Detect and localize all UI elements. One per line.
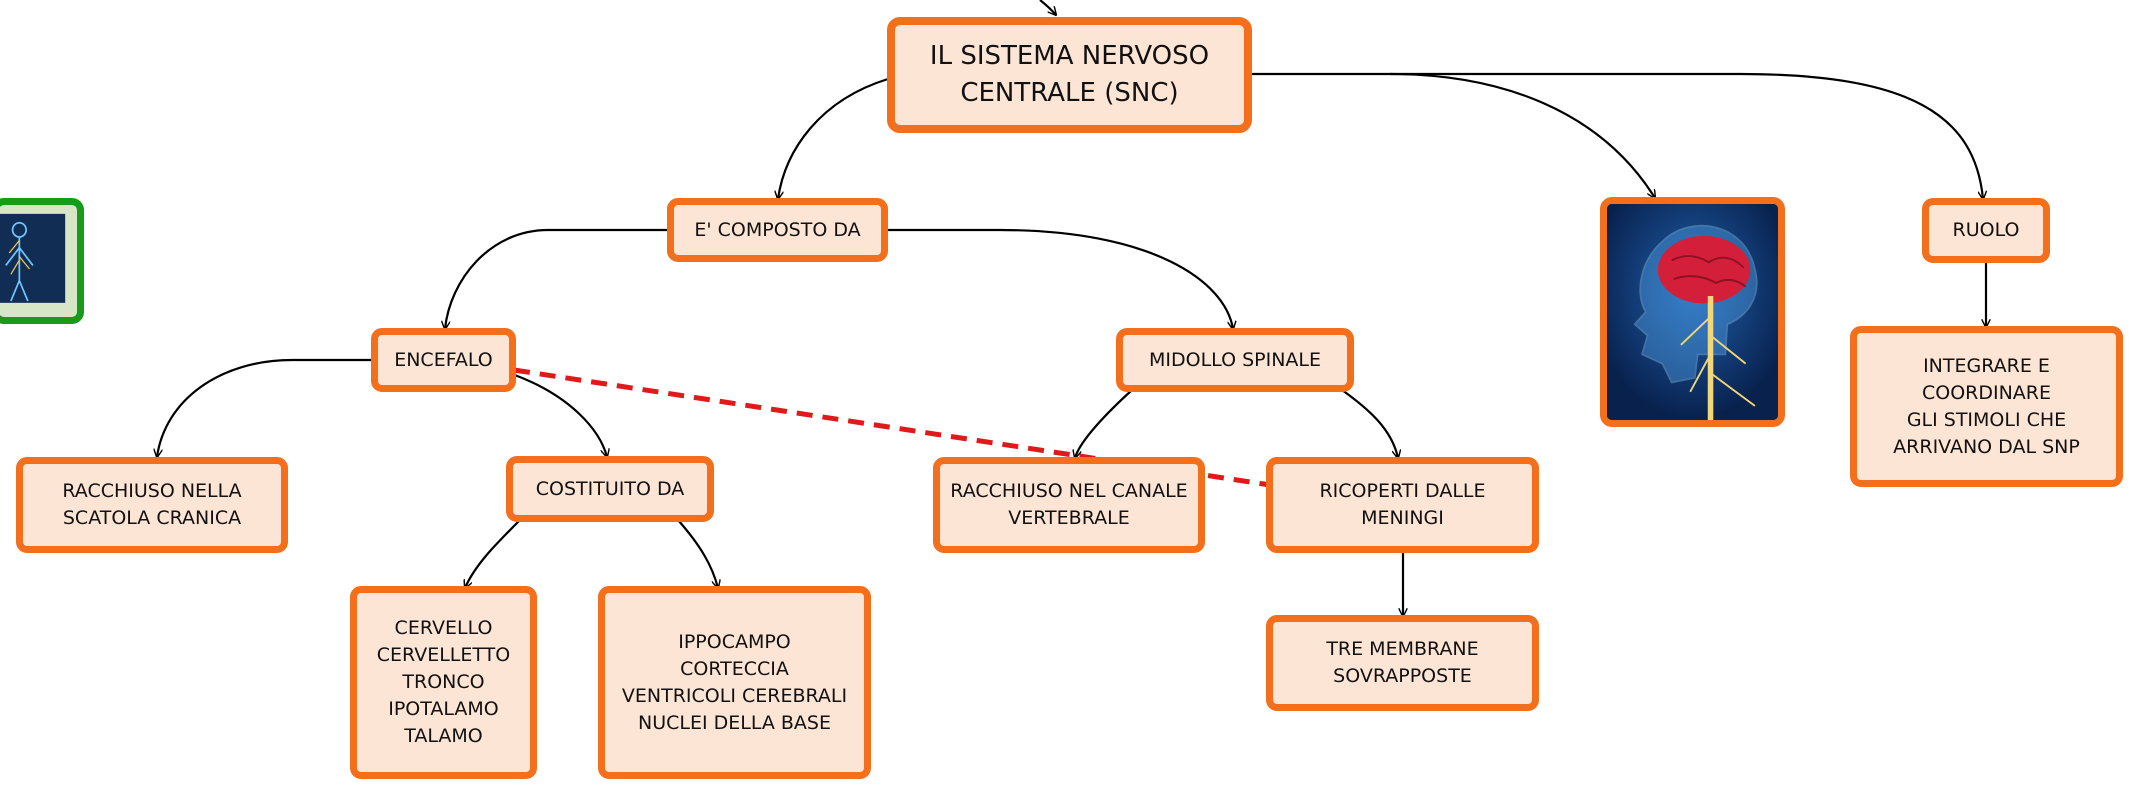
arrow-midollo-racchiuso (1075, 389, 1133, 458)
arrow-composto-midollo (886, 228, 1233, 329)
node-ruolo[interactable]: RUOLO (1922, 198, 2050, 263)
arrow-into-snc (1039, 0, 1056, 15)
brain-image[interactable] (1600, 197, 1785, 427)
arrow-snc-brain-image (1250, 72, 1655, 198)
node-racchiuso-vertebrale[interactable]: RACCHIUSO NEL CANALE VERTEBRALE (933, 457, 1205, 553)
head-brain-xray-icon (1607, 204, 1778, 420)
arrow-costituito-parti1 (465, 519, 521, 588)
node-racchiuso-cranica[interactable]: RACCHIUSO NELLA SCATOLA CRANICA (16, 457, 288, 553)
arrow-composto-encefalo (445, 228, 668, 329)
node-midollo[interactable]: MIDOLLO SPINALE (1116, 328, 1354, 392)
body-image[interactable] (0, 198, 84, 324)
arrow-midollo-meningi (1341, 389, 1398, 458)
node-snc[interactable]: IL SISTEMA NERVOSO CENTRALE (SNC) (887, 17, 1252, 133)
node-encefalo[interactable]: ENCEFALO (371, 328, 516, 392)
node-integrare[interactable]: INTEGRARE E COORDINARE GLI STIMOLI CHE A… (1850, 326, 2123, 487)
human-nervous-system-icon (0, 213, 66, 303)
node-parti-encefalo-1[interactable]: CERVELLO CERVELLETTO TRONCO IPOTALAMO TA… (350, 586, 537, 779)
arrow-snc-composto (778, 77, 889, 199)
arrow-encefalo-costituito (511, 372, 607, 457)
node-costituito[interactable]: COSTITUITO DA (506, 456, 714, 522)
arrow-costituito-parti2 (677, 519, 718, 588)
arrow-encefalo-racchiuso (157, 358, 372, 457)
node-meningi[interactable]: RICOPERTI DALLE MENINGI (1266, 457, 1539, 553)
arrow-snc-ruolo (1390, 72, 1983, 199)
node-parti-encefalo-2[interactable]: IPPOCAMPO CORTECCIA VENTRICOLI CEREBRALI… (598, 586, 871, 779)
node-membrane[interactable]: TRE MEMBRANE SOVRAPPOSTE (1266, 615, 1539, 711)
node-composto[interactable]: E' COMPOSTO DA (667, 198, 888, 262)
